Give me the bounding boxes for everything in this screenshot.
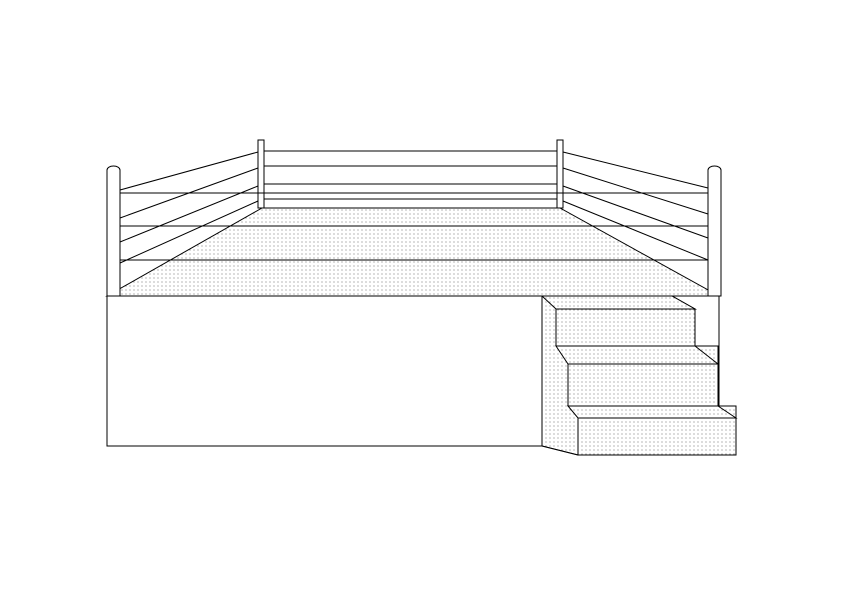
front-left-post (106, 165, 121, 297)
step-top-tread (540, 295, 697, 310)
back-right-post (556, 139, 564, 209)
step-middle-tread (555, 345, 720, 365)
front-right-post (707, 165, 722, 297)
back-ropes (264, 150, 557, 200)
ring-mat (105, 207, 721, 297)
step-middle-riser (567, 363, 719, 407)
step-bottom-tread (566, 405, 738, 419)
step-top-riser (555, 308, 696, 347)
back-left-post (257, 139, 265, 209)
right-side-ropes (562, 151, 709, 261)
ring-steps (540, 295, 738, 456)
front-ropes (120, 192, 708, 261)
step-bottom-riser (577, 417, 737, 456)
